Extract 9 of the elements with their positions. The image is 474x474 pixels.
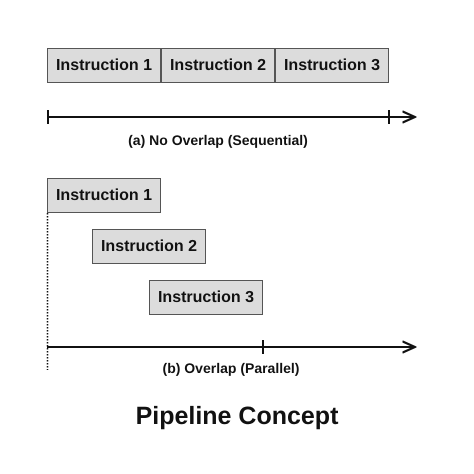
- instruction-box: Instruction 2: [161, 48, 275, 83]
- instruction-box: Instruction 2: [92, 229, 206, 264]
- instruction-box: Instruction 3: [275, 48, 389, 83]
- axis-caption: (a) No Overlap (Sequential): [128, 132, 308, 148]
- instruction-box: Instruction 3: [149, 280, 263, 315]
- diagram-title: Pipeline Concept: [136, 402, 338, 431]
- instruction-box: Instruction 1: [47, 48, 161, 83]
- axis-caption: (b) Overlap (Parallel): [162, 360, 300, 376]
- instruction-box: Instruction 1: [47, 178, 161, 213]
